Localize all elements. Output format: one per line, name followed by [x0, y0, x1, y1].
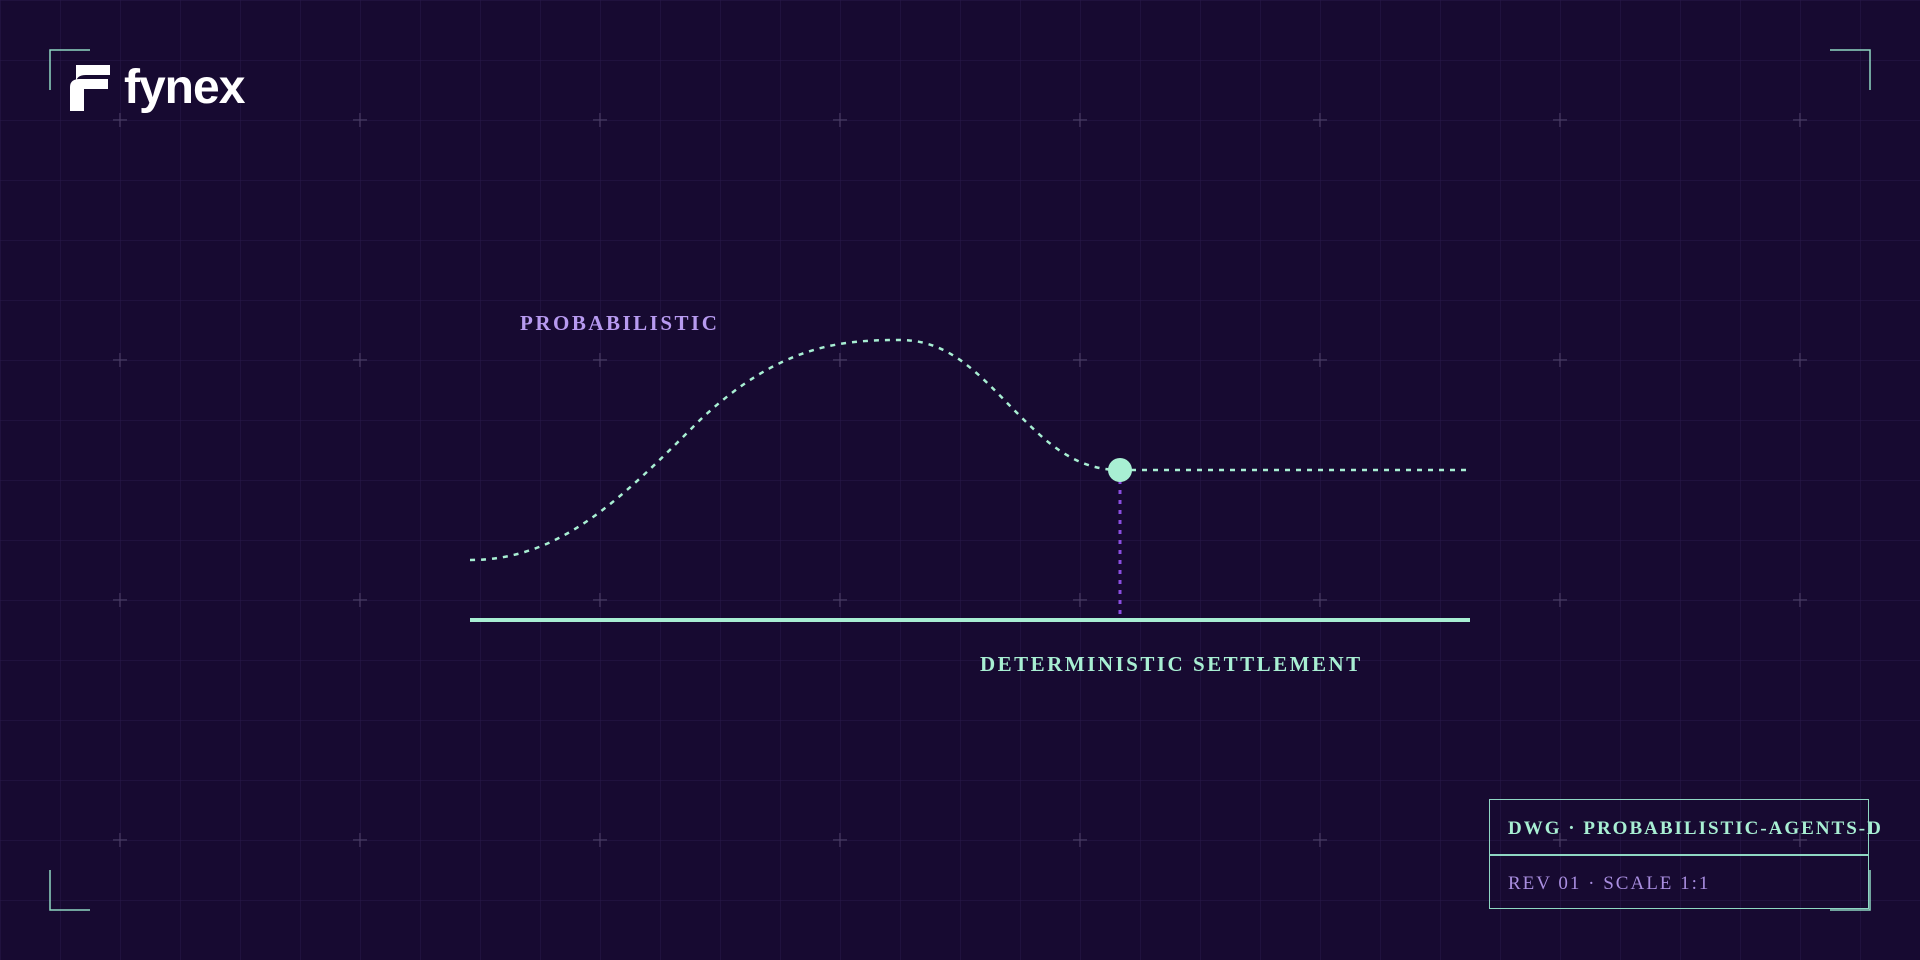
- grid-cross-mark: [1553, 353, 1567, 367]
- grid-cross-mark: [1313, 833, 1327, 847]
- grid-cross-mark: [1073, 113, 1087, 127]
- grid-cross-mark: [1793, 113, 1807, 127]
- grid-cross-mark: [353, 113, 367, 127]
- grid-cross-mark: [1073, 833, 1087, 847]
- fynex-f-mark-icon: [70, 64, 110, 111]
- grid-cross-mark: [1553, 833, 1567, 847]
- drawing-id: DWG · PROBABILISTIC-AGENTS-D: [1508, 818, 1883, 839]
- grid-cross-mark: [1553, 113, 1567, 127]
- grid-cross-mark: [593, 833, 607, 847]
- grid-cross-mark: [353, 353, 367, 367]
- settlement-point: [1108, 458, 1132, 482]
- grid-cross-mark: [833, 593, 847, 607]
- grid-cross-mark: [113, 113, 127, 127]
- grid-cross-mark: [353, 593, 367, 607]
- title-block-divider: [1490, 854, 1868, 856]
- grid-cross-mark: [833, 833, 847, 847]
- brand-name: fynex: [124, 61, 245, 114]
- grid-cross-mark: [833, 113, 847, 127]
- corner-bracket-bottom-right: [1830, 870, 1871, 911]
- grid-cross-mark: [1553, 593, 1567, 607]
- grid-cross-mark: [1793, 833, 1807, 847]
- revision-scale: REV 01 · SCALE 1:1: [1508, 873, 1711, 894]
- corner-bracket-bottom-left: [49, 870, 90, 911]
- grid-cross-mark: [593, 593, 607, 607]
- title-block: DWG · PROBABILISTIC-AGENTS-D REV 01 · SC…: [1489, 799, 1881, 909]
- probabilistic-label: PROBABILISTIC: [520, 311, 720, 335]
- grid-cross-mark: [1313, 113, 1327, 127]
- corner-bracket-top-left: [49, 49, 90, 90]
- grid-cross-mark: [593, 113, 607, 127]
- grid-cross-mark: [1073, 593, 1087, 607]
- deterministic-settlement-label: DETERMINISTIC SETTLEMENT: [980, 652, 1363, 676]
- grid-cross-mark: [353, 833, 367, 847]
- grid-cross-mark: [113, 833, 127, 847]
- probabilistic-curve: [469, 338, 1121, 562]
- brand-logo: fynex: [70, 60, 245, 115]
- grid-cross-mark: [1073, 353, 1087, 367]
- corner-bracket-top-right: [1830, 49, 1871, 90]
- grid-cross-mark: [593, 353, 607, 367]
- grid-cross-mark: [1793, 593, 1807, 607]
- grid-cross-mark: [1793, 353, 1807, 367]
- grid-cross-mark: [1313, 353, 1327, 367]
- grid-cross-mark: [833, 353, 847, 367]
- grid-cross-mark: [113, 353, 127, 367]
- grid-cross-mark: [1313, 593, 1327, 607]
- grid-cross-mark: [113, 593, 127, 607]
